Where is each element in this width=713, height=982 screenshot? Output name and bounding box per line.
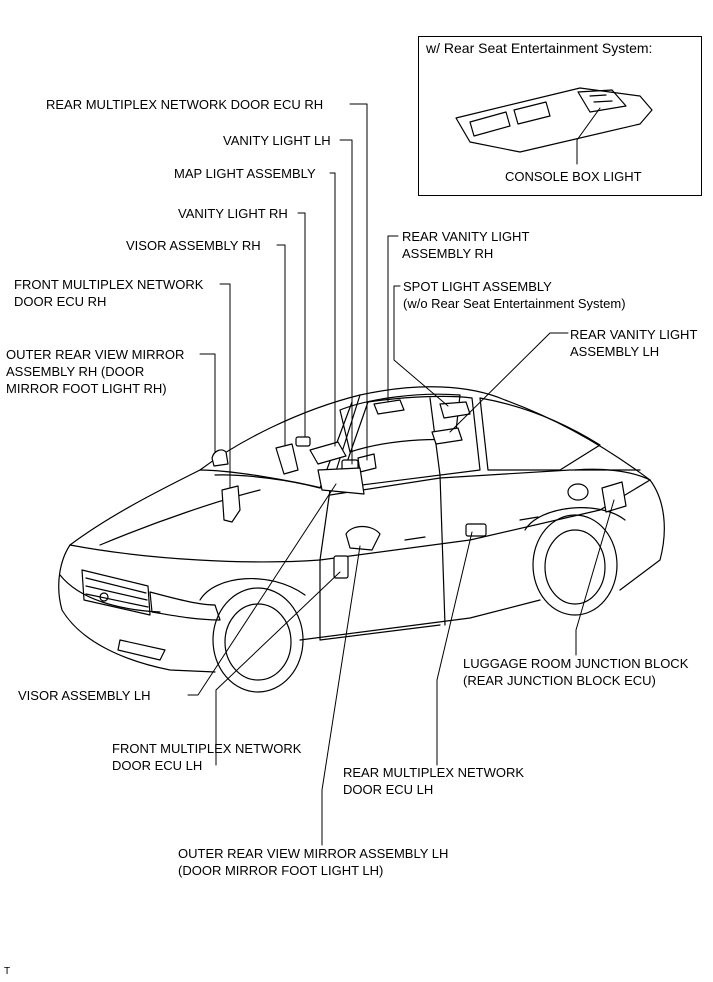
inset-frame <box>418 36 702 196</box>
label-line: (w/o Rear Seat Entertainment System) <box>403 296 626 311</box>
label-outer-mirror-lh: OUTER REAR VIEW MIRROR ASSEMBLY LH (DOOR… <box>178 845 448 879</box>
components <box>211 399 627 579</box>
label-rear-vanity-light-rh: REAR VANITY LIGHT ASSEMBLY RH <box>402 228 529 262</box>
label-rear-mpx-door-ecu-lh: REAR MULTIPLEX NETWORK DOOR ECU LH <box>343 764 524 798</box>
visor-rh-part <box>275 443 299 475</box>
front-mpx-door-ecu-rh-part <box>221 485 241 523</box>
front-mpx-door-ecu-lh-part <box>333 555 349 579</box>
label-line: ASSEMBLY RH <box>402 246 494 261</box>
rear-vanity-lh-part <box>431 427 463 445</box>
label-line: (DOOR MIRROR FOOT LIGHT LH) <box>178 863 384 878</box>
label-line: ASSEMBLY LH <box>570 344 660 359</box>
label-line: DOOR ECU LH <box>112 758 203 773</box>
label-line: MIRROR FOOT LIGHT RH) <box>6 381 167 396</box>
label-line: REAR MULTIPLEX NETWORK <box>343 765 525 780</box>
label-front-mpx-door-ecu-rh: FRONT MULTIPLEX NETWORK DOOR ECU RH <box>14 276 203 310</box>
rear-mpx-door-ecu-lh-part <box>465 523 487 537</box>
label-luggage-room-junction-block: LUGGAGE ROOM JUNCTION BLOCK (REAR JUNCTI… <box>463 655 688 689</box>
label-line: OUTER REAR VIEW MIRROR <box>6 347 185 362</box>
label-line: ASSEMBLY RH (DOOR <box>6 364 145 379</box>
label-visor-assembly-lh: VISOR ASSEMBLY LH <box>18 688 151 703</box>
label-line: LUGGAGE ROOM JUNCTION BLOCK <box>463 656 689 671</box>
label-line: FRONT MULTIPLEX NETWORK <box>14 277 204 292</box>
label-map-light-assembly: MAP LIGHT ASSEMBLY <box>174 166 316 181</box>
vanity-light-rh-part <box>295 436 311 447</box>
label-visor-assembly-rh: VISOR ASSEMBLY RH <box>126 238 261 253</box>
luggage-jb-part <box>601 481 627 513</box>
map-light-part <box>309 441 347 465</box>
rear-mpx-door-ecu-rh-part <box>357 453 377 473</box>
inset-title: w/ Rear Seat Entertainment System: <box>426 40 653 56</box>
outer-mirror-rh-part <box>211 449 229 467</box>
label-front-mpx-door-ecu-lh: FRONT MULTIPLEX NETWORK DOOR ECU LH <box>112 740 301 774</box>
label-line: SPOT LIGHT ASSEMBLY <box>403 279 552 294</box>
inset-console-drawing <box>455 87 653 153</box>
figure-code: T <box>4 966 11 977</box>
label-line: DOOR ECU LH <box>343 782 434 797</box>
label-line: (REAR JUNCTION BLOCK ECU) <box>463 673 656 688</box>
label-line: DOOR ECU RH <box>14 294 107 309</box>
label-console-box-light: CONSOLE BOX LIGHT <box>505 169 642 184</box>
label-line: REAR VANITY LIGHT <box>570 327 698 342</box>
car-body <box>58 386 665 693</box>
label-rear-mpx-door-ecu-rh: REAR MULTIPLEX NETWORK DOOR ECU RH <box>46 97 324 112</box>
label-line: OUTER REAR VIEW MIRROR ASSEMBLY LH <box>178 846 449 861</box>
label-spot-light-assembly: SPOT LIGHT ASSEMBLY (w/o Rear Seat Enter… <box>403 278 626 312</box>
label-vanity-light-rh: VANITY LIGHT RH <box>178 206 288 221</box>
label-line: FRONT MULTIPLEX NETWORK <box>112 741 302 756</box>
label-outer-mirror-rh: OUTER REAR VIEW MIRROR ASSEMBLY RH (DOOR… <box>6 346 184 397</box>
label-vanity-light-lh: VANITY LIGHT LH <box>223 133 331 148</box>
visor-lh-part <box>317 467 365 495</box>
rear-vanity-rh-part <box>373 399 405 415</box>
leader-lines <box>187 103 615 846</box>
spot-light-part <box>439 401 471 419</box>
outer-mirror-lh-part <box>345 525 381 551</box>
label-line: REAR VANITY LIGHT <box>402 229 530 244</box>
label-rear-vanity-light-lh: REAR VANITY LIGHT ASSEMBLY LH <box>570 326 697 360</box>
